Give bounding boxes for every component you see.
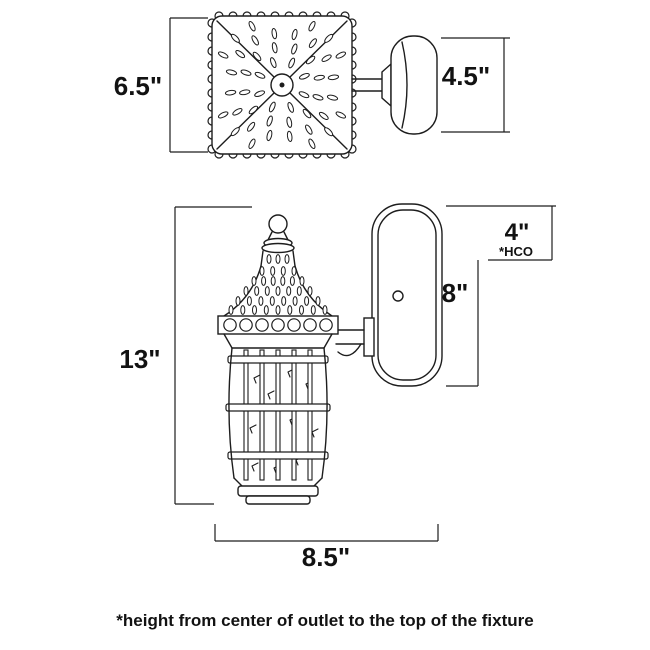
- backplate-inner-line: [377, 209, 437, 381]
- diagonal-seam: [216, 20, 275, 78]
- finial-knob: [268, 214, 288, 234]
- dimension-lines: [169, 17, 556, 542]
- shoulder-line: [223, 333, 233, 349]
- base-taper: [313, 477, 323, 487]
- dim-label-backplate-height: 8": [442, 278, 469, 308]
- roof-neck: [260, 250, 264, 267]
- hco-footnote: *height from center of outlet to the top…: [116, 611, 533, 630]
- diagonal-seam: [289, 92, 348, 150]
- seeded-glass-marks: [249, 368, 319, 474]
- outlet-center-hole: [392, 290, 404, 302]
- roof-cap: [261, 242, 295, 254]
- base-taper: [233, 477, 243, 487]
- dim-label-hco-value: 4": [505, 219, 530, 246]
- dim-label-top-depth: 4.5": [442, 61, 490, 91]
- diagonal-seam: [216, 92, 275, 150]
- roof-hammered-texture: [228, 254, 328, 315]
- center-dot: [279, 82, 285, 88]
- front-view-drawing: [217, 203, 443, 505]
- finial-stem: [283, 231, 289, 241]
- dim-label-extension: 8.5": [302, 542, 350, 572]
- cage-right-wall: [321, 347, 328, 479]
- round-backplate-side: [390, 35, 438, 135]
- mount-neck: [381, 62, 392, 108]
- dim-label-overall-height: 13": [119, 344, 160, 374]
- cage-hoops: [225, 355, 331, 460]
- shoulder-line: [323, 333, 333, 349]
- base-lip: [245, 495, 311, 505]
- top-view-drawing: [207, 11, 438, 159]
- backplate-outline: [371, 203, 443, 387]
- dim-label-hco-abbr: *HCO: [499, 244, 533, 259]
- arm-mount-block: [363, 317, 375, 357]
- backplate-dome-profile: [401, 41, 408, 129]
- cage-left-wall: [228, 347, 235, 479]
- finial-stem: [267, 231, 273, 241]
- diagonal-seam: [289, 20, 348, 78]
- cage-vertical-rods: [243, 349, 313, 481]
- band-balls: [223, 318, 333, 332]
- base-ring: [237, 485, 319, 497]
- hammered-texture: [217, 20, 347, 150]
- roof-neck: [292, 250, 296, 267]
- arm-scroll: [337, 343, 362, 357]
- dim-label-top-height: 6.5": [114, 71, 162, 101]
